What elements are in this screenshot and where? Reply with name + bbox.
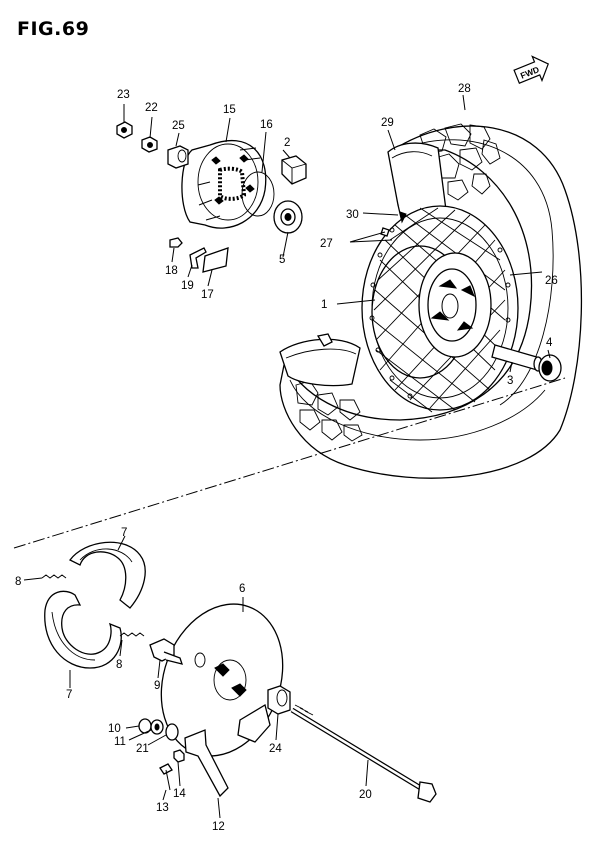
callout-13: 13: [156, 802, 169, 814]
leader-lines: [23, 94, 551, 819]
callout-22: 22: [145, 102, 158, 114]
rim-band-clip: [399, 211, 407, 224]
callout-16: 16: [260, 119, 273, 131]
callout-10: 10: [108, 723, 121, 735]
callout-20: 20: [359, 789, 372, 801]
callout-6: 6: [239, 583, 245, 595]
figure-title: FIG.69: [17, 18, 90, 40]
callout-29: 29: [381, 117, 394, 129]
callout-25: 25: [172, 120, 185, 132]
tire: [279, 123, 583, 479]
callout-30: 30: [346, 209, 359, 221]
lock-plate-17: [202, 247, 229, 273]
callout-27: 27: [320, 238, 333, 250]
callout-1: 1: [321, 299, 327, 311]
forward-arrow-icon: FWD: [513, 55, 549, 84]
callout-3: 3: [507, 375, 513, 387]
hub-bearing: [273, 200, 303, 234]
axle-collar-24: [267, 685, 291, 715]
o-ring: [241, 171, 275, 217]
shoe-spring-lower: [119, 632, 145, 637]
callout-18: 18: [165, 265, 178, 277]
callout-23: 23: [117, 89, 130, 101]
washer-11: [150, 719, 164, 735]
callout-11: 11: [114, 736, 126, 748]
tube-section-bottom: [279, 333, 361, 387]
callout-7-lower: 7: [66, 689, 72, 701]
callout-15: 15: [223, 104, 236, 116]
lever-nut-14: [173, 749, 185, 763]
nut-22: [141, 136, 158, 153]
callout-19: 19: [181, 280, 194, 292]
callout-17: 17: [201, 289, 214, 301]
bolt-18: [169, 237, 183, 248]
callout-26: 26: [545, 275, 558, 287]
brake-cam: [149, 638, 183, 665]
brake-shoe-upper: [69, 541, 146, 609]
rim: [361, 205, 519, 413]
damper-rubber: [281, 155, 307, 185]
lock-washer-19: [189, 247, 207, 269]
callout-12: 12: [212, 821, 225, 833]
brake-panel: [160, 603, 284, 757]
spacer-25: [167, 145, 189, 169]
callout-28: 28: [458, 83, 471, 95]
cam-lever: [184, 729, 229, 798]
callout-7-upper: 7: [121, 527, 127, 539]
nut-23: [116, 121, 133, 139]
callout-14: 14: [173, 788, 186, 800]
callout-2: 2: [284, 137, 290, 149]
callout-21: 21: [136, 743, 149, 755]
lever-bolt-13: [159, 763, 173, 791]
callout-8-left: 8: [15, 576, 21, 588]
callout-9: 9: [154, 680, 160, 692]
callout-4: 4: [546, 337, 553, 349]
shoe-spring-upper: [41, 574, 67, 579]
rear-axle-20: [290, 704, 437, 803]
oil-seal-21: [165, 723, 179, 741]
callout-5: 5: [279, 254, 285, 266]
brake-shoe-lower: [44, 590, 122, 669]
callout-8-right: 8: [116, 659, 122, 671]
wheel-bearing-right: [538, 354, 562, 382]
divider-line: [13, 377, 566, 549]
callout-24: 24: [269, 743, 282, 755]
